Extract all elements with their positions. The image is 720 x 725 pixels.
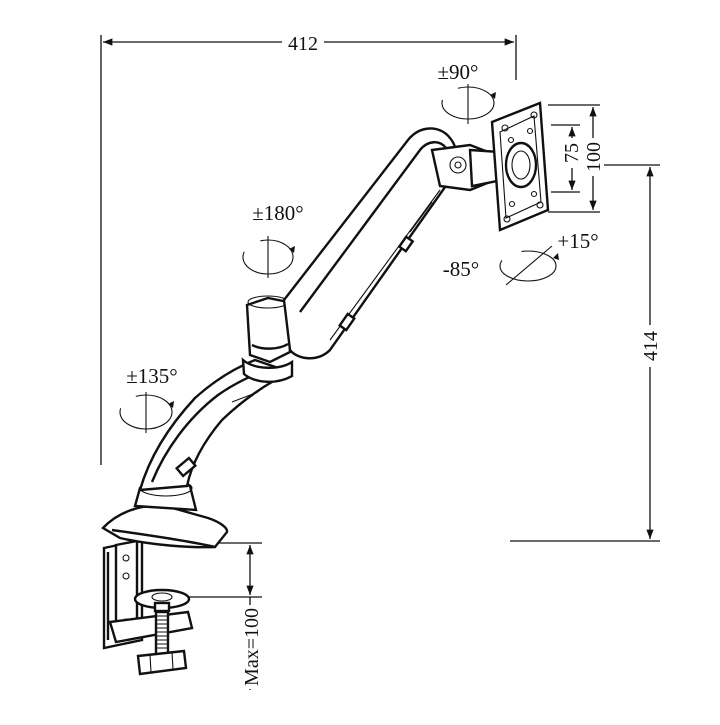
upper-arm-body [282,127,458,360]
elbow-collar [241,357,294,383]
desk-clamp [102,538,194,676]
tilt-up-label: +15° [557,229,598,253]
width-dimension: 412 [100,30,517,465]
elbow-swivel-label: ±180° [252,201,303,225]
width-value: 412 [288,33,318,55]
elbow-swivel-indicator: ±180° [242,201,304,278]
tilt-axis [505,245,553,286]
clamp-screw [154,610,170,658]
monitor-swivel-label: ±90° [438,60,479,84]
tilt-arrow-icon [499,250,557,282]
upper-arm-slot [397,235,415,253]
elbow-joint [241,295,294,383]
clamp-knob [136,649,188,676]
vesa-center-hub [504,141,538,189]
clamp-dimension: Max=100 [185,542,264,690]
base-platform [101,503,229,549]
vesa-dimensions: 75 100 [548,104,605,213]
vesa-75-value: 75 [561,143,583,163]
height-value: 414 [640,331,662,361]
vesa-hole-icon [501,124,509,132]
upper-arm [282,127,458,360]
monitor-swivel-indicator: ±90° [438,60,496,124]
base-swivel-label: ±135° [126,364,177,388]
lower-arm-body [138,358,294,492]
base-swivel-indicator: ±135° [119,364,178,433]
tilt-head [430,143,504,192]
tilt-down-label: -85° [443,257,479,281]
vesa-plate [490,101,550,232]
height-dimension: 414 [510,164,662,542]
clamp-max-value: Max=100 [241,608,263,686]
tilt-indicator: +15° -85° [443,229,599,286]
arm-base [101,479,229,549]
vesa-100-value: 100 [583,142,605,172]
